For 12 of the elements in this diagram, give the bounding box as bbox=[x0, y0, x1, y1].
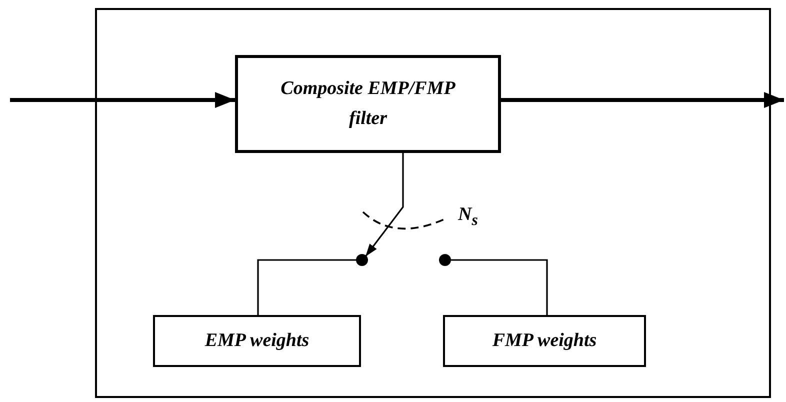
arrow bbox=[501, 92, 784, 108]
arrow bbox=[10, 92, 235, 108]
connector-line bbox=[451, 259, 548, 315]
switch-contact bbox=[439, 254, 451, 266]
weights-box: EMP weights bbox=[153, 315, 361, 367]
switch-contact bbox=[356, 254, 368, 266]
arrow bbox=[364, 153, 404, 257]
weights-box: FMP weights bbox=[443, 315, 646, 367]
connector-line bbox=[257, 259, 356, 315]
filter-box: Composite EMP/FMP filter bbox=[235, 55, 501, 153]
switch-label: N$_{s}$ bbox=[458, 203, 478, 231]
system-frame bbox=[95, 8, 771, 398]
